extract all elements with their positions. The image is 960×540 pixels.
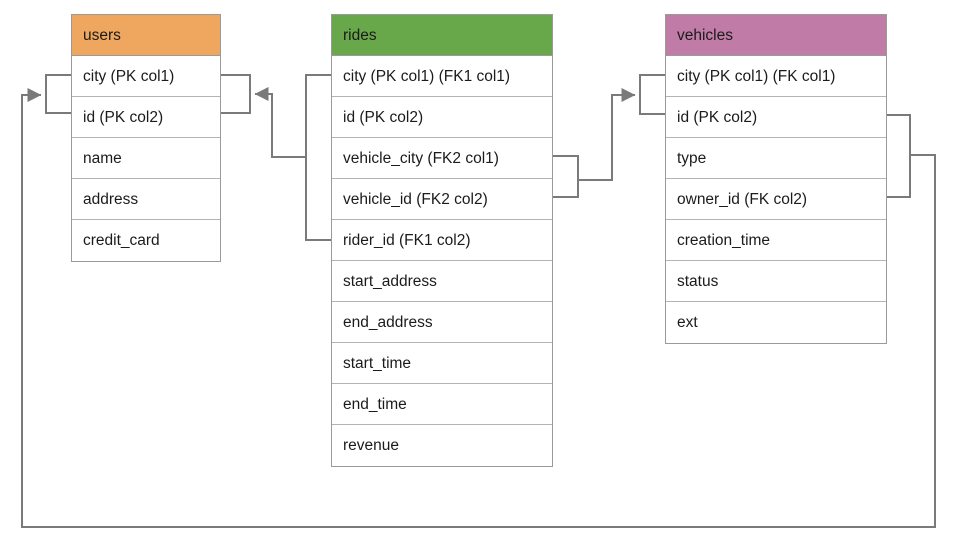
table-users-column-address[interactable]: address [72, 179, 220, 220]
table-users-column-name[interactable]: name [72, 138, 220, 179]
table-vehicles-header: vehicles [666, 15, 886, 56]
table-rides-column-id[interactable]: id (PK col2) [332, 97, 552, 138]
users-right-pk-bracket [220, 74, 251, 114]
table-users-column-id[interactable]: id (PK col2) [72, 97, 220, 138]
table-rides-column-vehicle-id[interactable]: vehicle_id (FK2 col2) [332, 179, 552, 220]
table-rides-header: rides [332, 15, 552, 56]
table-rides-column-end-address[interactable]: end_address [332, 302, 552, 343]
table-rides-column-revenue[interactable]: revenue [332, 425, 552, 466]
table-vehicles-column-id[interactable]: id (PK col2) [666, 97, 886, 138]
rides-fk1-bracket [305, 74, 332, 241]
table-vehicles-column-creation-time[interactable]: creation_time [666, 220, 886, 261]
table-users-column-credit-card[interactable]: credit_card [72, 220, 220, 261]
rides-fk1-to-users-connector [254, 87, 307, 158]
rides-fk2-to-vehicles-connector [577, 88, 636, 181]
table-vehicles-column-owner-id[interactable]: owner_id (FK col2) [666, 179, 886, 220]
users-left-pk-bracket [45, 74, 72, 114]
rides-fk2-bracket [552, 155, 579, 198]
table-vehicles-column-ext[interactable]: ext [666, 302, 886, 343]
table-vehicles-column-city[interactable]: city (PK col1) (FK col1) [666, 56, 886, 97]
table-vehicles-column-type[interactable]: type [666, 138, 886, 179]
table-users-header: users [72, 15, 220, 56]
table-users-column-city[interactable]: city (PK col1) [72, 56, 220, 97]
table-vehicles-column-status[interactable]: status [666, 261, 886, 302]
vehicles-fk-bracket [886, 114, 911, 198]
table-rides-column-end-time[interactable]: end_time [332, 384, 552, 425]
vehicles-left-pk-bracket [639, 74, 666, 115]
table-rides-column-rider-id[interactable]: rider_id (FK1 col2) [332, 220, 552, 261]
table-rides-column-vehicle-city[interactable]: vehicle_city (FK2 col1) [332, 138, 552, 179]
table-rides-column-city[interactable]: city (PK col1) (FK1 col1) [332, 56, 552, 97]
table-vehicles[interactable]: vehicles city (PK col1) (FK col1) id (PK… [665, 14, 887, 344]
table-rides[interactable]: rides city (PK col1) (FK1 col1) id (PK c… [331, 14, 553, 467]
table-users[interactable]: users city (PK col1) id (PK col2) name a… [71, 14, 221, 262]
table-rides-column-start-address[interactable]: start_address [332, 261, 552, 302]
table-rides-column-start-time[interactable]: start_time [332, 343, 552, 384]
